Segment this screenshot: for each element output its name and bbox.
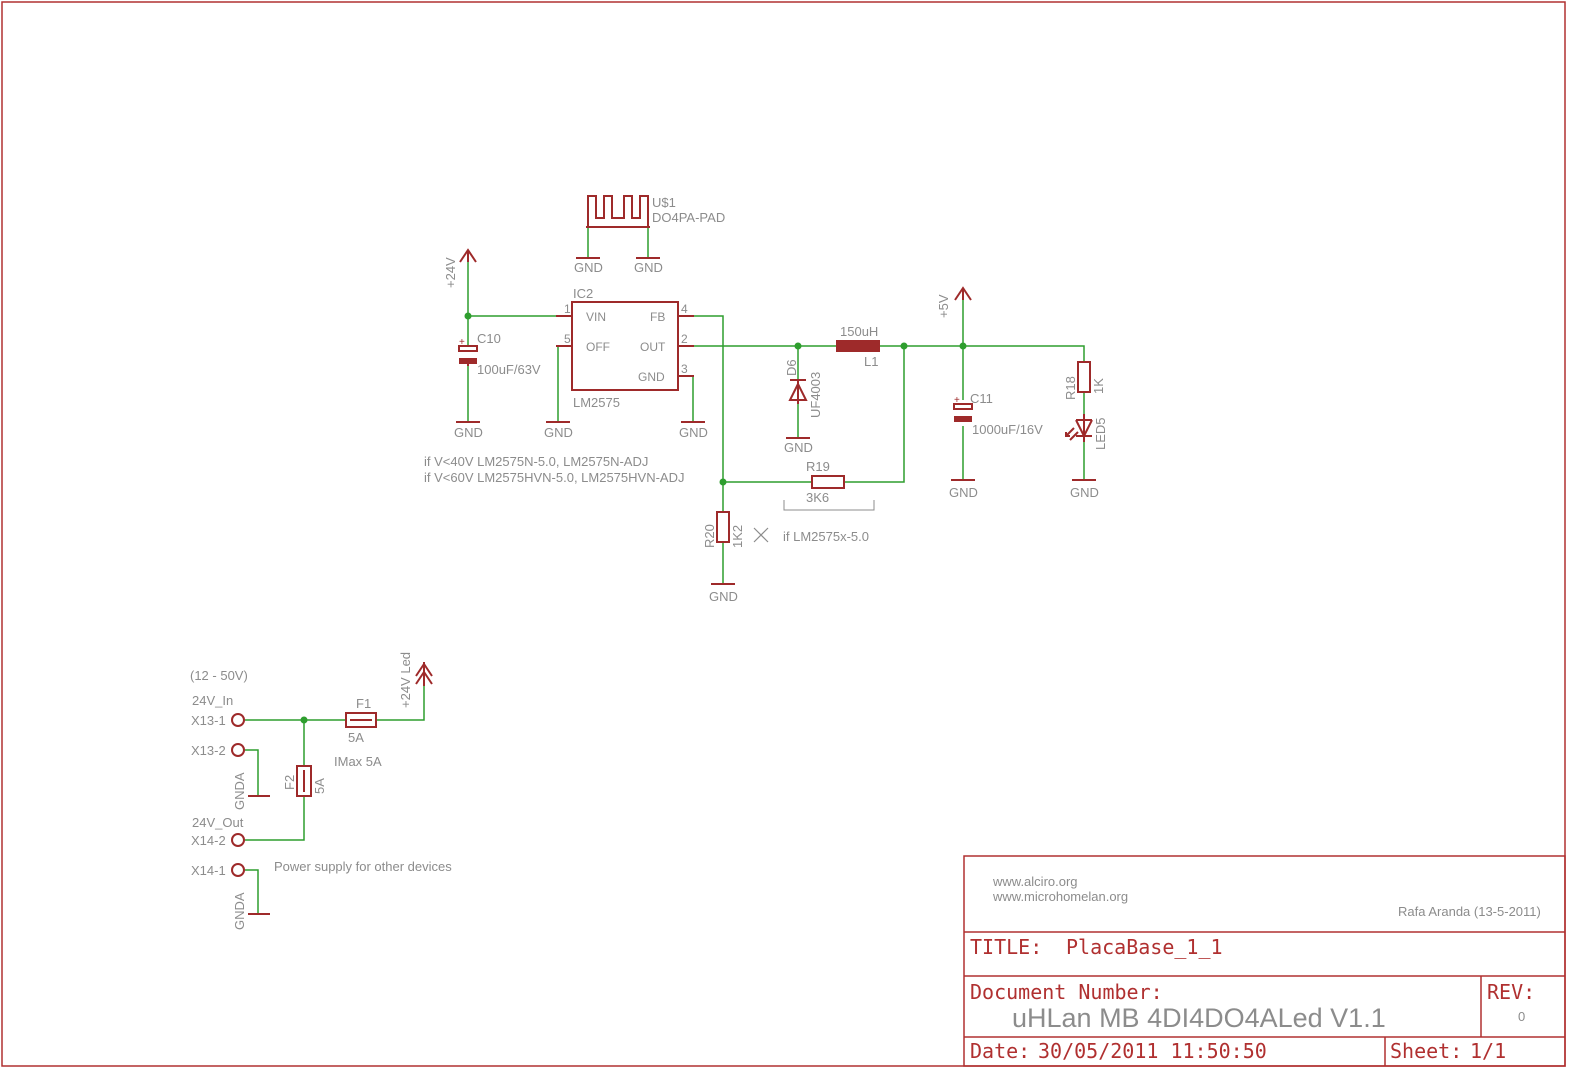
gnd-label-off: GND (544, 425, 573, 440)
regulator-note-1: if V<40V LM2575N-5.0, LM2575N-ADJ (424, 454, 648, 469)
docnum-value: uHLan MB 4DI4DO4ALed V1.1 (1012, 1003, 1386, 1033)
regulator-name: IC2 (573, 286, 593, 301)
title-label: TITLE: (970, 935, 1042, 959)
terminal-icons (231, 713, 245, 877)
x13-1-label: X13-1 (191, 713, 226, 728)
c11-name: C11 (970, 391, 993, 406)
c11-value: 1000uF/16V (972, 422, 1043, 437)
pin-fb-num: 4 (681, 302, 688, 316)
x14-1-label: X14-1 (191, 863, 226, 878)
title-block (963, 855, 1566, 1067)
svg-text:+: + (954, 395, 960, 406)
r18-value: 1K (1091, 378, 1106, 394)
gnd-label-led: GND (1070, 485, 1099, 500)
supply-24v-led-arrow-icon (415, 662, 433, 686)
input-in-label: 24V_In (192, 693, 233, 708)
author: Rafa Aranda (13-5-2011) (1398, 904, 1541, 919)
not-placed-cross-icon (753, 527, 769, 543)
gnda-symbols (248, 795, 270, 915)
x13-2-label: X13-2 (191, 743, 226, 758)
resistor-r19-icon (811, 475, 845, 489)
supply-24v-arrow-icon (459, 248, 477, 263)
f2-name: F2 (282, 775, 297, 790)
led5-name: LED5 (1093, 417, 1108, 450)
supply-5v-label: +5V (936, 294, 951, 318)
diode-d6-icon (788, 379, 808, 404)
f1-name: F1 (356, 696, 371, 711)
pin-gnd-num: 3 (681, 362, 688, 376)
resistor-r18-icon (1077, 361, 1091, 393)
heatsink-name: U$1 (652, 195, 676, 210)
gnd-label-hs2: GND (634, 260, 663, 275)
sheet-label: Sheet: (1390, 1039, 1462, 1063)
pin-out-label: OUT (640, 340, 666, 354)
fuse-f1-icon (345, 712, 377, 728)
r19-note: if LM2575x-5.0 (783, 529, 869, 544)
heatsink-icon (586, 195, 650, 228)
gnd-symbols (456, 257, 1096, 585)
pin-off-num: 5 (564, 332, 571, 346)
regulator-note-2: if V<60V LM2575HVN-5.0, LM2575HVN-ADJ (424, 470, 684, 485)
inductor-l1-icon (836, 340, 880, 352)
r19-bracket (783, 500, 875, 511)
regulator-part: LM2575 (573, 395, 620, 410)
gnd-label-d6: GND (784, 440, 813, 455)
pin-vin-num: 1 (564, 302, 571, 316)
regulator-ic (556, 301, 694, 391)
other-devices-note: Power supply for other devices (274, 859, 452, 874)
l1-name: L1 (864, 354, 878, 369)
gnda-label-2: GNDA (232, 892, 247, 930)
r20-value: 1K2 (730, 525, 745, 548)
pin-gnd-label: GND (638, 370, 665, 384)
fuse-f2-icon (296, 765, 312, 797)
rev-label: REV: (1487, 980, 1535, 1004)
f1-value: 5A (348, 730, 364, 745)
pin-out-num: 2 (681, 332, 688, 346)
svg-text:+: + (459, 337, 465, 348)
website-1: www.alciro.org (992, 874, 1078, 889)
date-value: 30/05/2011 11:50:50 (1038, 1039, 1267, 1063)
capacitor-c11-icon: + (953, 395, 973, 422)
pin-fb-label: FB (650, 310, 665, 324)
docnum-label: Document Number: (970, 980, 1163, 1004)
gnda-label-1: GNDA (232, 772, 247, 810)
f2-value: 5A (312, 778, 327, 794)
junctions (300, 312, 967, 724)
supply-24v-led-label: +24V Led (398, 652, 413, 708)
supply-5v-arrow-icon (954, 286, 972, 301)
gnd-label-hs1: GND (574, 260, 603, 275)
website-2: www.microhomelan.org (992, 889, 1128, 904)
capacitor-c10-icon: + (458, 337, 478, 366)
r18-name: R18 (1063, 376, 1078, 400)
r19-value: 3K6 (806, 490, 829, 505)
l1-value: 150uH (840, 324, 878, 339)
date-label: Date: (970, 1039, 1030, 1063)
gnd-label-ic: GND (679, 425, 708, 440)
wires (244, 227, 1085, 914)
sheet-value: 1/1 (1470, 1039, 1506, 1063)
d6-name: D6 (784, 359, 799, 376)
pin-vin-label: VIN (586, 310, 606, 324)
r19-name: R19 (806, 459, 830, 474)
r20-name: R20 (702, 524, 717, 548)
c10-value: 100uF/63V (477, 362, 541, 377)
d6-value: UF4003 (808, 372, 823, 418)
title-value: PlacaBase_1_1 (1066, 935, 1223, 959)
rev-value: 0 (1518, 1009, 1525, 1024)
gnd-label-c11: GND (949, 485, 978, 500)
c10-name: C10 (477, 331, 501, 346)
led-icon (1065, 414, 1093, 442)
pin-off-label: OFF (586, 340, 610, 354)
x14-2-label: X14-2 (191, 833, 226, 848)
heatsink-value: DO4PA-PAD (652, 210, 725, 225)
input-out-label: 24V_Out (192, 815, 244, 830)
imax-label: IMax 5A (334, 754, 382, 769)
input-range: (12 - 50V) (190, 668, 248, 683)
supply-24v-label: +24V (443, 257, 458, 288)
resistor-r20-icon (716, 511, 730, 543)
gnd-label-c10: GND (454, 425, 483, 440)
gnd-label-r20: GND (709, 589, 738, 604)
